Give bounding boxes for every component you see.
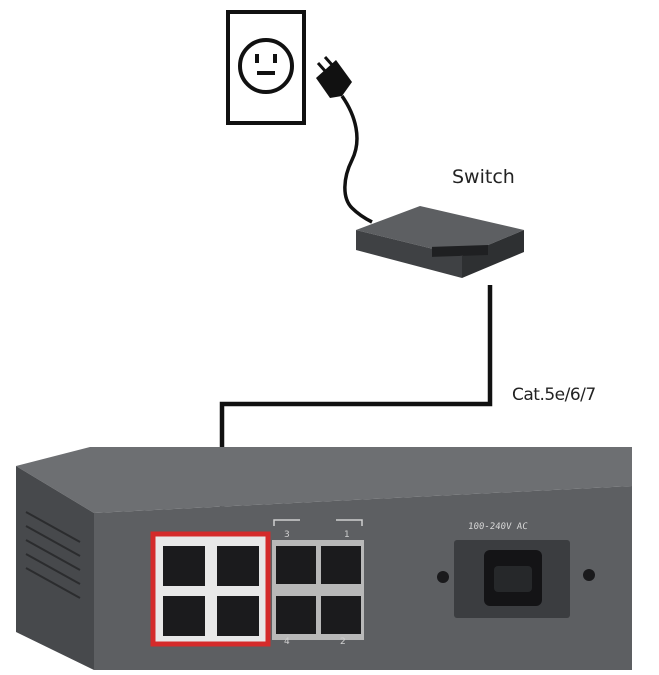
rj45-port-icon: [163, 546, 259, 636]
power-cord: [340, 94, 373, 224]
port-number-4: 4: [284, 637, 290, 647]
power-plug-icon: [316, 56, 352, 98]
poe-switch-device-icon: [16, 447, 632, 670]
port-number-2: 2: [340, 637, 346, 647]
switch-label: Switch: [452, 166, 515, 188]
side-vents: [25, 511, 81, 599]
port-number-1: 1: [344, 530, 350, 540]
wall-outlet-icon: [226, 10, 306, 125]
cable-type-label: Cat.5e/6/7: [512, 385, 596, 405]
network-switch-icon: [356, 206, 524, 278]
ac-power-inlet-icon: [437, 540, 595, 618]
port-number-3: 3: [284, 530, 290, 540]
rj45-port-icon: [276, 546, 361, 634]
power-rating-label: 100-240V AC: [467, 522, 529, 532]
